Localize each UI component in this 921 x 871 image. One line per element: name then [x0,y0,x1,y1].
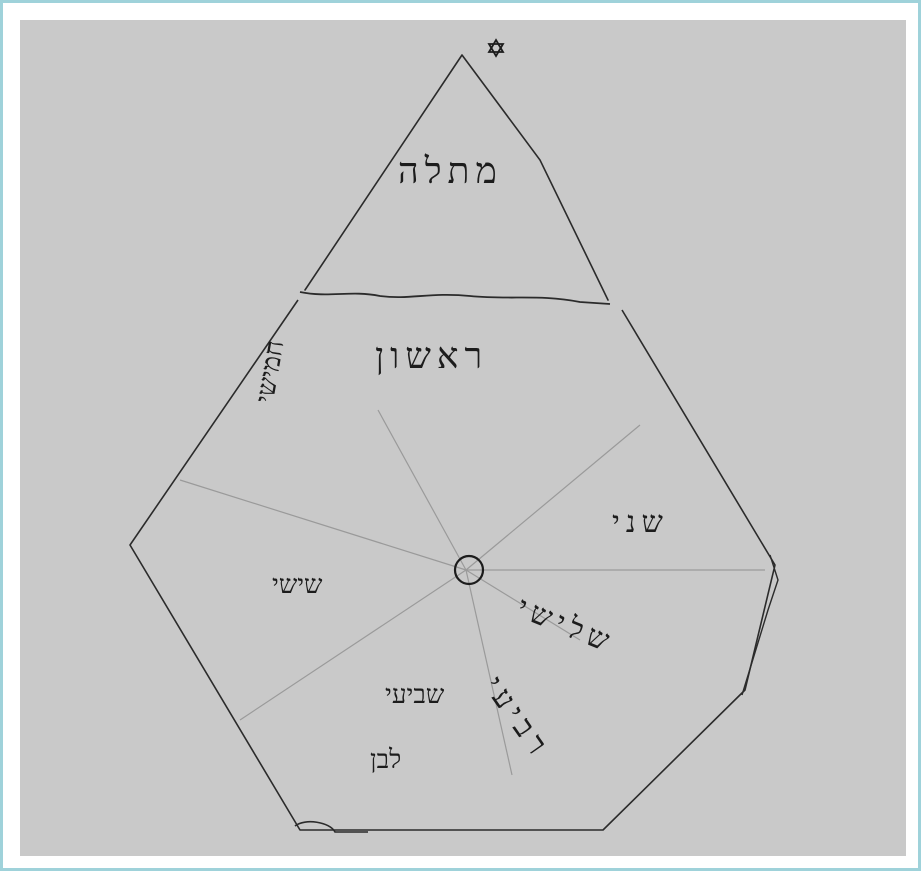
label-upper: ראשון [375,335,488,377]
label-bottom-left: לבן [370,745,401,775]
label-bottom: שביעי [385,680,444,710]
label-right: שני [612,505,669,540]
hexagon-outline [130,300,775,830]
wavy-divider-line [300,292,610,304]
spokes [180,410,765,775]
star-of-david-icon [489,40,503,56]
label-top: מתלה [398,150,503,192]
spoke-left [180,480,466,570]
spoke-upper-right [466,425,640,570]
label-left: שישי [272,570,322,600]
